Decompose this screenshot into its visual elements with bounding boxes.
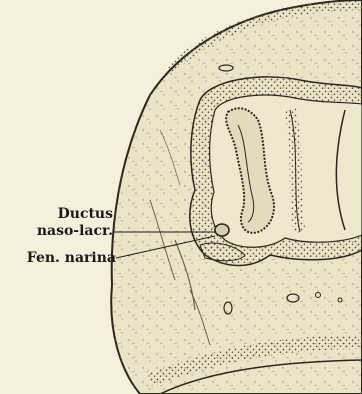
- label-ductus-line2: naso-lacr.: [8, 223, 113, 240]
- label-ductus-naso-lacr: Ductus naso-lacr.: [8, 206, 113, 240]
- label-fen-narina: Fen. narina: [4, 250, 116, 267]
- septum-fold: [290, 110, 300, 232]
- label-ductus-line1: Ductus: [8, 206, 113, 223]
- ductus-naso-lacrimalis: [215, 224, 229, 236]
- label-fen-narina-text: Fen. narina: [4, 250, 116, 267]
